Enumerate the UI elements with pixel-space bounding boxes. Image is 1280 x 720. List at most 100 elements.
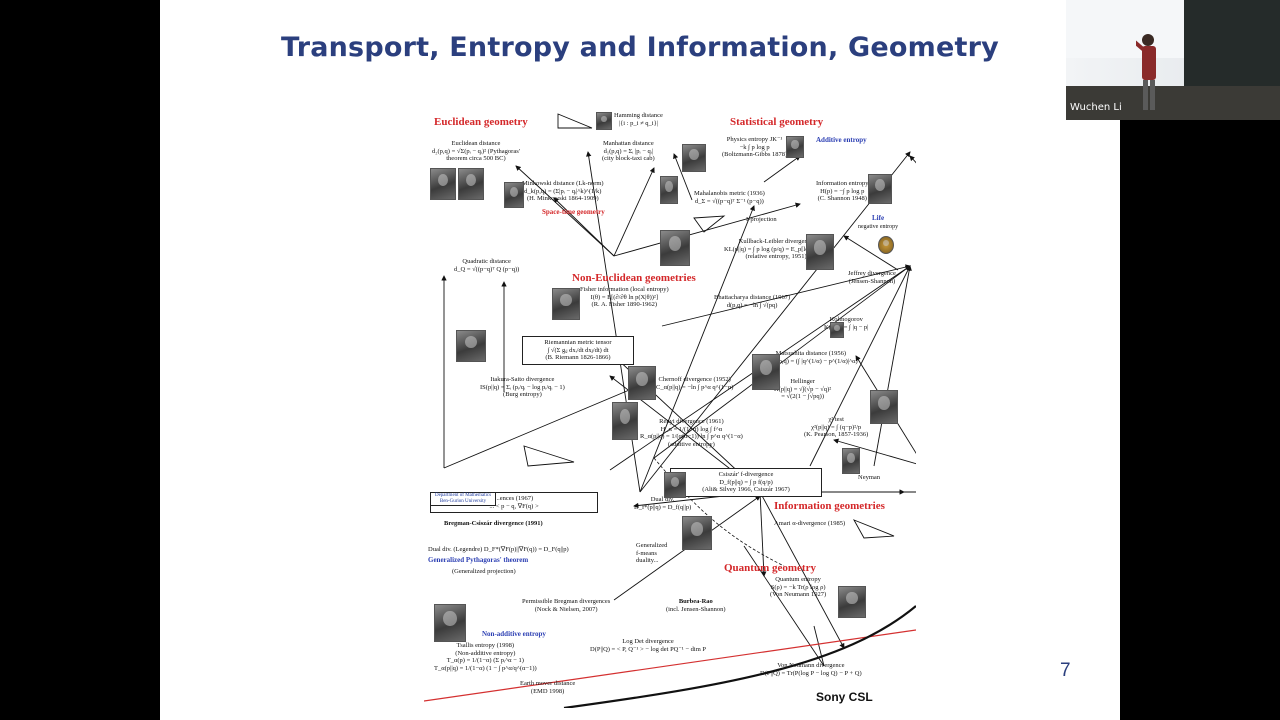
slide-page-number: 7	[1060, 660, 1071, 681]
lecture-room-background	[1066, 0, 1280, 120]
portrait-pearson	[870, 390, 898, 424]
portrait-neyman	[842, 448, 860, 474]
portrait-fisher	[552, 288, 580, 320]
node-i-projection-title: I-projection	[746, 216, 777, 223]
room-floor	[1066, 86, 1280, 120]
node-bregman-csiszar: Bregman-Csiszár divergence (1991)	[444, 520, 543, 528]
node-renyi-note: (additive entropy)	[668, 440, 715, 448]
node-amari-title: Amari α-divergence (1985)	[774, 520, 846, 527]
node-quadratic-formula: d_Q = √((p−q)ᵀ Q (p−q))	[454, 265, 520, 273]
node-logdet-title: Log Det divergence	[622, 638, 674, 645]
node-minkowski-distance: Minkowski distance (Lk-norm)d_k(p,q) = (…	[522, 180, 604, 203]
node-chi-note: (K. Pearson, 1857-1936)	[804, 431, 869, 438]
node-minkowski-title: Minkowski distance (Lk-norm)	[522, 180, 604, 187]
portrait-kullback	[660, 230, 690, 266]
portrait-minkowski	[504, 182, 524, 208]
node-legendre-formula: Dual div. (Legendre) D_F*(∇F(p)||∇F(q)) …	[428, 546, 569, 553]
node-hamming-formula: |{i : p_i ≠ q_i}|	[618, 119, 659, 127]
node-tsallis-note: (Non-additive entropy)	[455, 649, 516, 657]
life-subtitle: negative entropy	[858, 224, 899, 230]
node-chernoff-divergence: Chernoff divergence (1952)C_α(p||q) = −l…	[656, 376, 733, 391]
node-hamming-distance: Hamming distance|{i : p_i ≠ q_i}|	[614, 112, 663, 127]
node-quadratic-title: Quadratic distance	[462, 258, 511, 265]
node-renyi-title: Rényi divergence (1961)	[659, 418, 724, 425]
node-manhattan-title: Manhattan distance	[602, 140, 654, 147]
node-chernoff-title: Chernoff divergence (1952)	[658, 376, 731, 383]
node-euclidean-formula: d₂(p,q) = √Σ(pᵢ − qᵢ)² (Pythagoras'	[432, 147, 520, 155]
node-info-entropy-formula: H(p) = −∫ p log p	[820, 187, 865, 195]
node-fmeans-l2: f-means	[636, 549, 657, 557]
heading-generalized-pythagoras: Generalized Pythagoras' theorem	[428, 556, 529, 564]
speaker-name-label: Wuchen Li	[1070, 102, 1122, 113]
node-quantum-title: Quantum entropy	[775, 576, 821, 583]
node-dual-formula: D_f*(p||q) = D_f(q||p)	[634, 503, 692, 511]
node-permissible-note: (Nock & Nielsen, 2007)	[534, 605, 598, 613]
portrait-leibler	[806, 234, 834, 270]
node-chernoff-formula: C_α(p||q) = −ln ∫ p^α q^(1−α)	[656, 383, 734, 391]
department-name: Department of Mathematics	[434, 493, 492, 498]
node-logdet-formula: D(P||Q) = < P, Q⁻¹ > − log det PQ⁻¹ − di…	[590, 645, 707, 653]
node-burbea-note: (incl. Jensen-Shannon)	[666, 605, 726, 613]
node-info-entropy-note: (C. Shannon 1948)	[817, 195, 867, 202]
node-i-projection: I-projection	[746, 216, 777, 224]
portrait-physicist	[786, 136, 804, 158]
node-vn-title: Von Neumann divergence	[777, 662, 845, 669]
portrait-kolmogorov	[830, 322, 844, 338]
node-fisher-note: (R. A. Fisher 1890-1962)	[591, 301, 658, 308]
portrait-shannon	[868, 174, 892, 204]
slide-title: Transport, Entropy and Information, Geom…	[281, 32, 999, 63]
node-dual-title: Dual div.	[650, 496, 675, 503]
node-burbea-rao: Burbea-Rao(incl. Jensen-Shannon)	[666, 598, 726, 613]
portrait-renyi	[612, 402, 638, 440]
portrait-riemann	[456, 330, 486, 362]
node-amari-alpha-divergence: Amari α-divergence (1985)	[774, 520, 845, 528]
portrait-amari	[682, 516, 712, 550]
heading-life: Life	[872, 214, 885, 222]
portrait-von-neumann	[838, 586, 866, 618]
heading-statistical-geometry: Statistical geometry	[730, 116, 824, 128]
portrait-hamming	[596, 112, 612, 130]
portrait-csiszar	[664, 472, 686, 498]
node-fisher-information: Fisher information (local entropy)I(θ) =…	[580, 286, 669, 309]
node-bhattacharya-formula: d(p,q) = −ln ∫ √(pq)	[726, 301, 778, 309]
node-tsallis-formula: T_α(p) = 1/(1−α) (Σ pᵢ^α − 1)	[446, 657, 524, 664]
speaker-video-inset: Wuchen Li	[1066, 0, 1280, 120]
heading-additive-entropy: Additive entropy	[816, 136, 867, 144]
heading-non-additive-entropy: Non-additive entropy	[482, 630, 546, 638]
heading-euclidean-geometry: Euclidean geometry	[434, 116, 528, 128]
node-kolmogorov-title: Kolmogorov	[829, 316, 863, 323]
node-riemannian-title: Riemannian metric tensor	[544, 339, 612, 346]
portrait-pythagoras	[458, 168, 484, 200]
node-kl-title: Kullback-Leibler divergence	[738, 238, 814, 245]
node-fisher-formula: I(θ) = E[(∂/∂θ ln p(X|θ))²]	[590, 293, 659, 301]
node-riemannian-metric: Riemannian metric tensor∫ √(Σ gᵢⱼ dxᵢ/dt…	[522, 336, 634, 365]
sony-csl-logo: Sony CSL	[816, 690, 873, 704]
node-bhattacharya-distance: Bhattacharya distance (1967)d(p,q) = −ln…	[714, 294, 790, 309]
node-neyman-title: Neyman	[858, 474, 881, 481]
node-kl-note: (relative entropy, 1951)	[745, 253, 807, 260]
node-permissible-bregman: Permissible Bregman divergences(Nock & N…	[522, 598, 610, 613]
node-physics-note: (Boltzmann-Gibbs 1878)	[722, 151, 788, 158]
node-physics-formula: −k ∫ p log p	[739, 143, 770, 151]
node-tsallis-entropy: Tsallis entropy (1998)(Non-additive entr…	[434, 642, 537, 672]
node-mahalanobis-title: Mahalanobis metric (1936)	[694, 190, 765, 197]
node-euclidean-title: Euclidean distance	[451, 140, 501, 147]
node-euclidean-note: theorem circa 500 BC)	[446, 155, 506, 162]
node-mahalanobis-formula: d_Σ = √((p−q)ᵀ Σ⁻¹ (p−q))	[694, 197, 764, 205]
node-hellinger-title: Hellinger	[790, 378, 815, 385]
portrait-tsallis	[434, 604, 466, 642]
node-quantum-formula: S(ρ) = −k Tr(ρ log ρ)	[770, 583, 826, 591]
node-physics-title: Physics entropy JK⁻¹	[726, 136, 783, 143]
node-fmeans-l3: duality...	[636, 557, 659, 564]
